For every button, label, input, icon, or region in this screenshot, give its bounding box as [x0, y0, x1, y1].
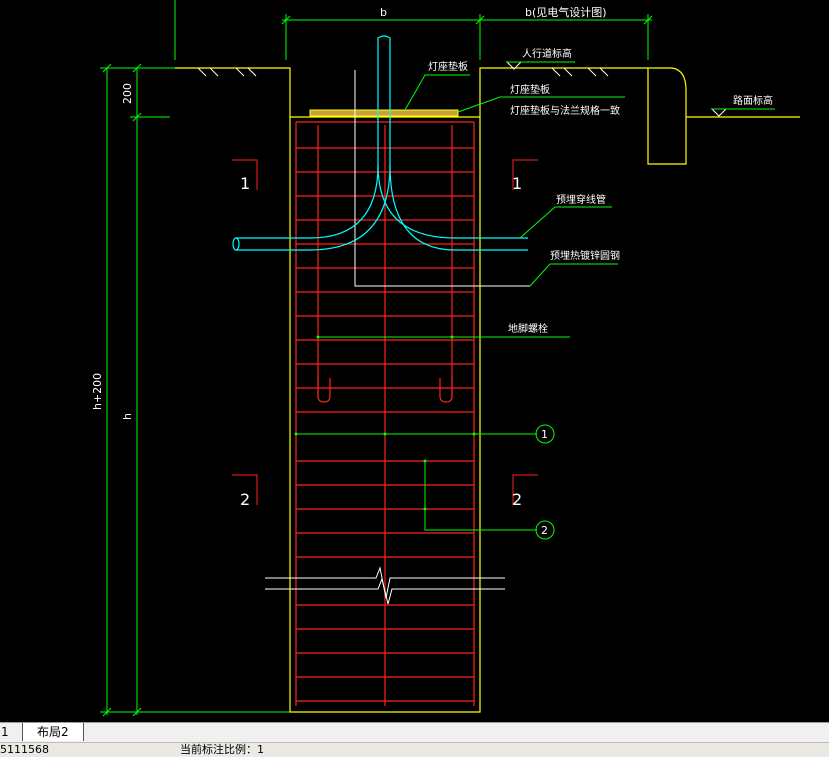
- break-line: [265, 566, 505, 605]
- dim-200-label: 200: [121, 83, 134, 104]
- section-2-left: 2: [240, 490, 250, 509]
- label-plate-flange: 灯座垫板与法兰规格一致: [510, 104, 620, 117]
- section-1-left: 1: [240, 174, 250, 193]
- soil-hatch: [197, 67, 609, 77]
- rebar-cage: [295, 121, 475, 706]
- leader-dots: [294, 335, 476, 511]
- top-dimension-lines: [174, 0, 653, 60]
- label-plate: 灯座垫板: [428, 60, 468, 73]
- dim-h-label: h: [121, 413, 134, 420]
- leader-lines: [296, 74, 625, 531]
- cad-drawing-canvas[interactable]: 200 h+200 h b b(见电气设计图) 人行道标高 路面标高: [0, 0, 829, 722]
- label-plate2: 灯座垫板: [510, 83, 550, 96]
- callout-1: 1: [535, 424, 555, 444]
- label-galv-steel: 预埋热镀锌圆钢: [550, 249, 620, 262]
- callout-2: 2: [535, 520, 555, 540]
- tab-layout-1[interactable]: 1: [1, 725, 9, 739]
- label-conduit: 预埋穿线管: [556, 193, 606, 206]
- foundation-outline: [175, 67, 800, 713]
- status-bar: 5111568 当前标注比例：1: [0, 742, 829, 757]
- sidewalk-level-label: 人行道标高: [522, 47, 572, 60]
- label-anchor-bolt: 地脚螺栓: [508, 322, 548, 335]
- annotation-scale-label: 当前标注比例：1: [180, 743, 264, 756]
- left-dimension-lines: [100, 63, 290, 717]
- coordinate-readout: 5111568: [0, 743, 49, 756]
- callout-1-label: 1: [541, 428, 548, 441]
- dim-b-top-label: b: [380, 6, 387, 19]
- dim-h200-label: h+200: [91, 373, 104, 410]
- cad-drawing: 200 h+200 h b b(见电气设计图) 人行道标高 路面标高: [91, 0, 800, 717]
- dim-b-right-label: b(见电气设计图): [525, 5, 607, 19]
- galvanized-steel: [354, 70, 530, 287]
- section-1-right: 1: [512, 174, 522, 193]
- tab-layout-2[interactable]: 布局2: [22, 723, 84, 741]
- base-plate: [309, 109, 459, 117]
- section-markers: [232, 159, 538, 505]
- section-2-right: 2: [512, 490, 522, 509]
- conduit-pipe: [232, 35, 528, 251]
- layout-tab-bar: 1 布局2: [0, 722, 829, 743]
- road-level-label: 路面标高: [733, 94, 773, 107]
- callout-2-label: 2: [541, 524, 548, 537]
